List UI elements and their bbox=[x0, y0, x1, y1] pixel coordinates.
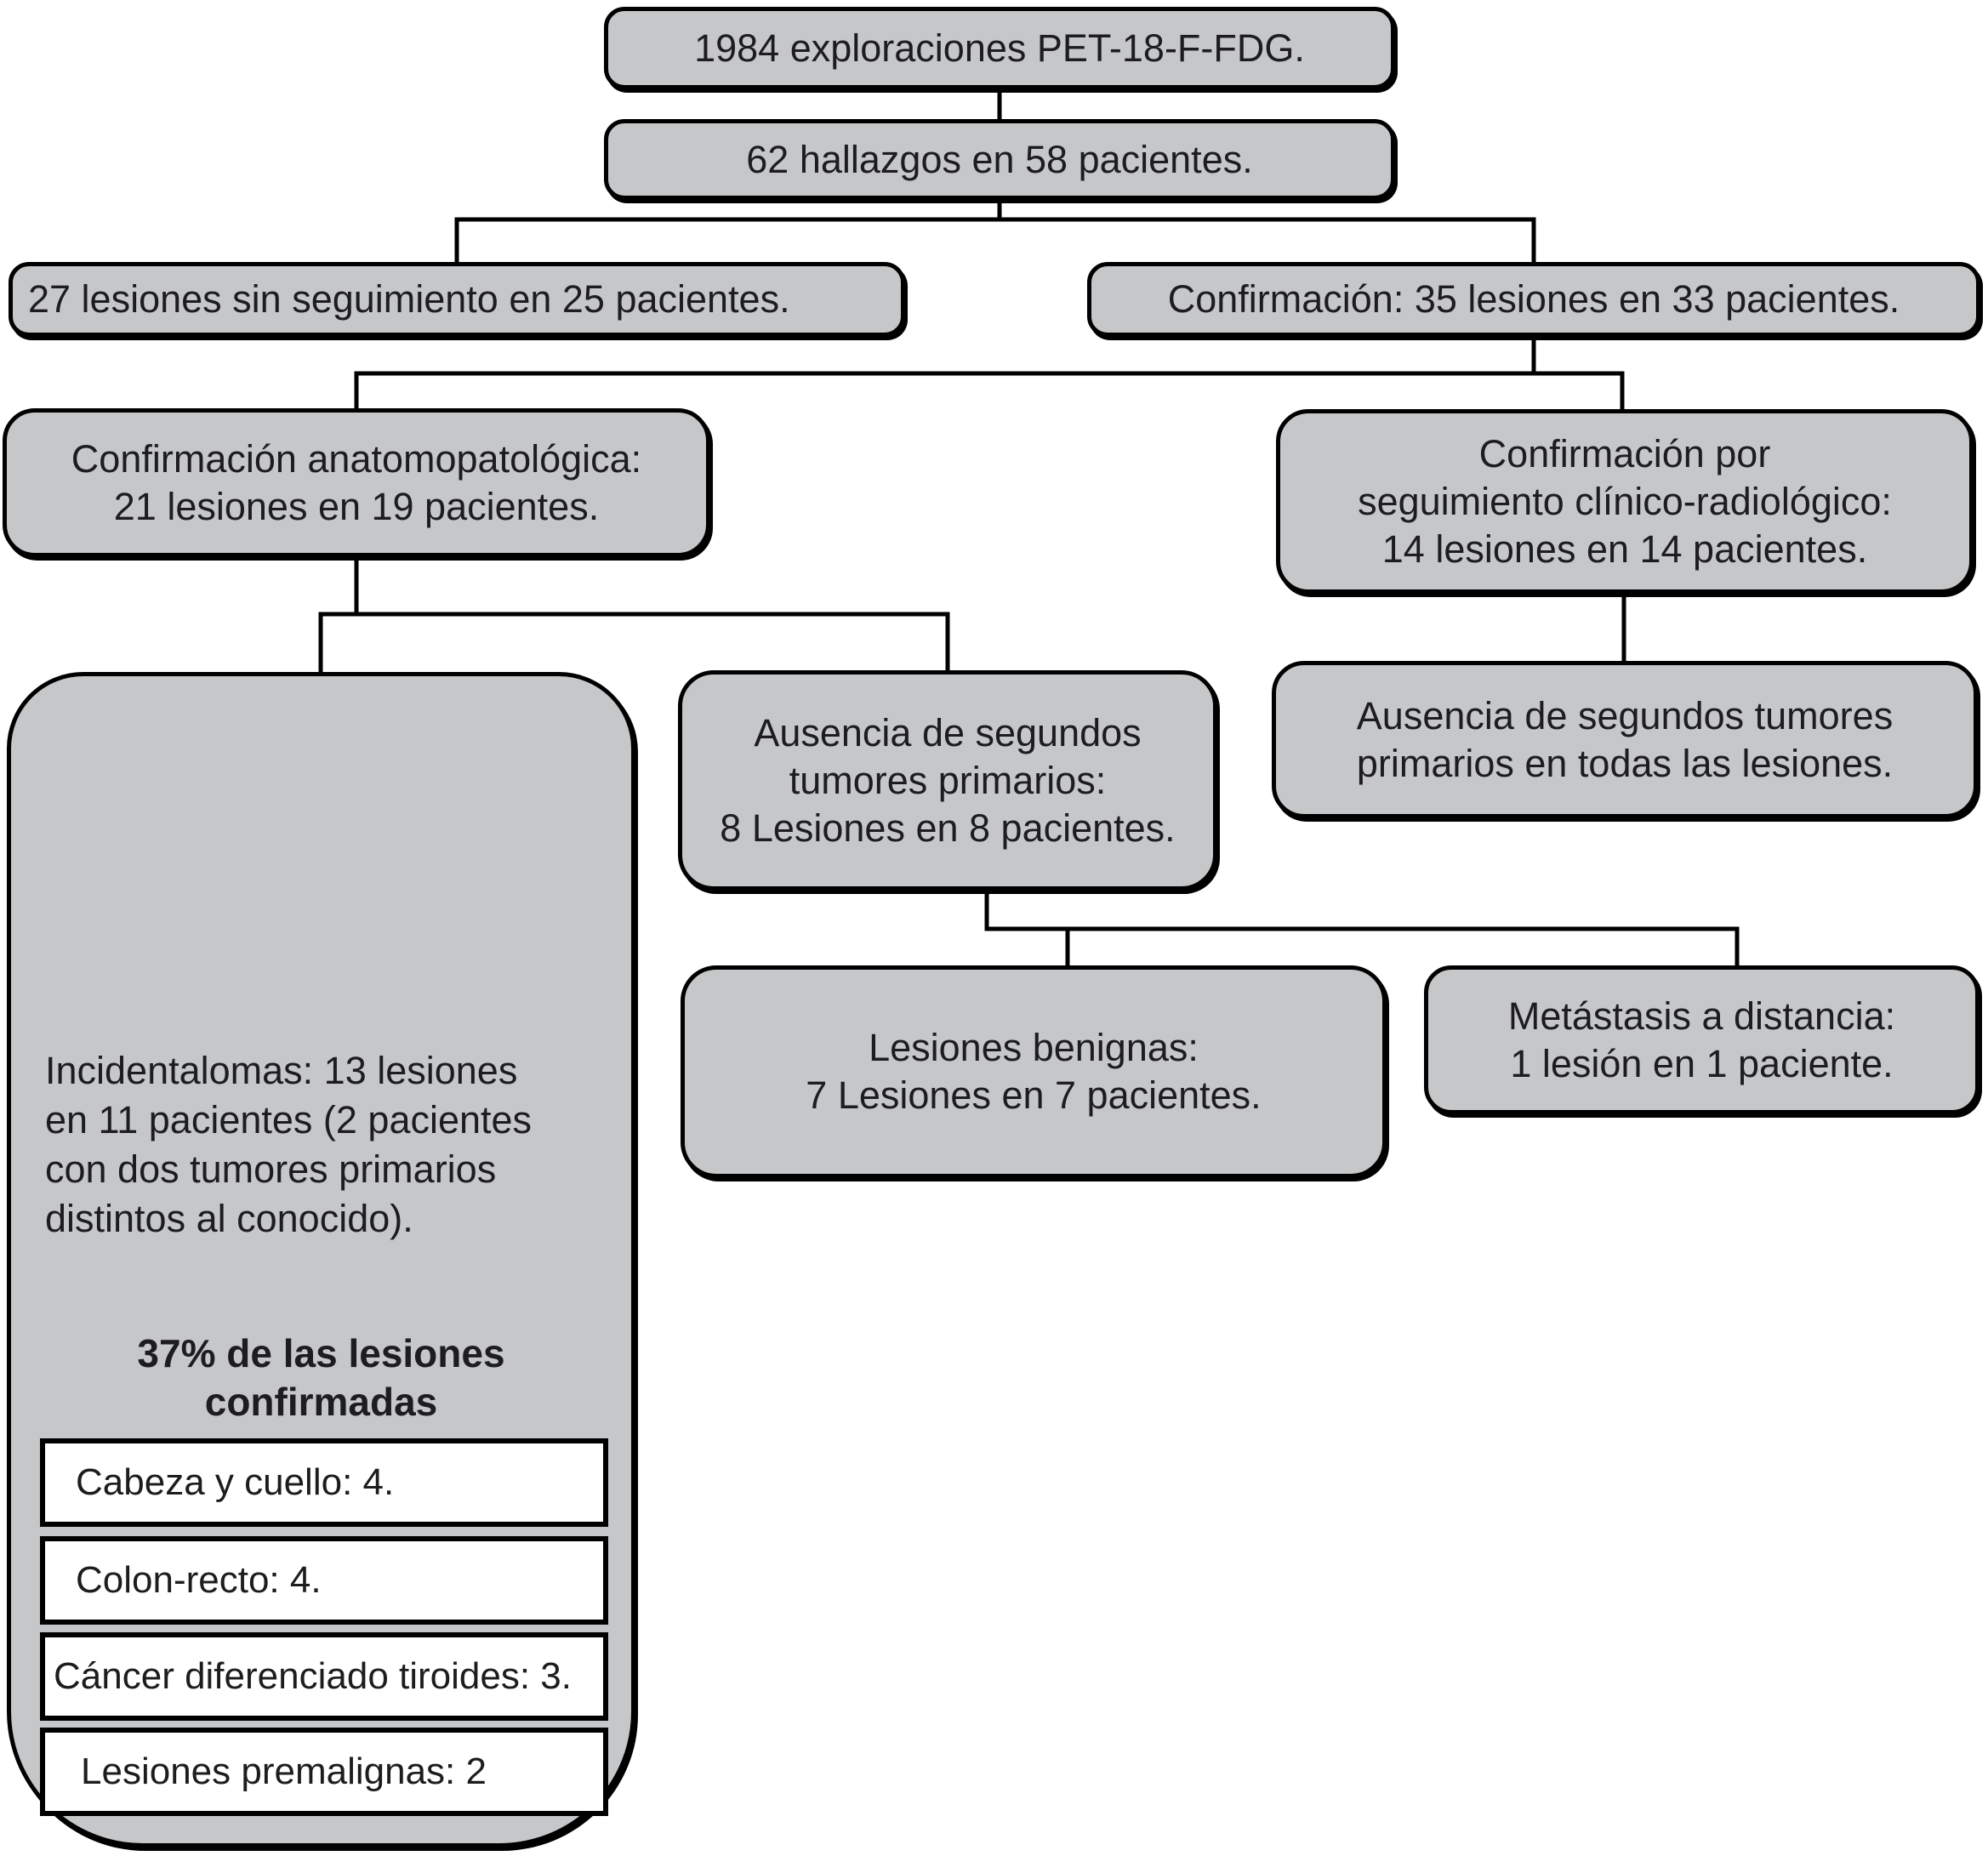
node-label-line: Metástasis a distancia: bbox=[1507, 993, 1896, 1038]
node-label: 62 hallazgos en 58 pacientes. bbox=[746, 137, 1253, 181]
node-label: 27 lesiones sin seguimiento en 25 pacien… bbox=[28, 277, 790, 321]
paragraph-line: con dos tumores primarios bbox=[45, 1147, 497, 1191]
list-item-thyroid-cancer: Cáncer diferenciado tiroides: 3. bbox=[40, 1632, 608, 1721]
node-label-line: primarios en todas las lesiones. bbox=[1356, 741, 1894, 785]
node-findings: 62 hallazgos en 58 pacientes. bbox=[604, 119, 1395, 200]
paragraph-line: en 11 pacientes (2 pacientes bbox=[45, 1098, 533, 1141]
node-benign-lesions: Lesiones benignas: 7 Lesiones en 7 pacie… bbox=[681, 965, 1387, 1178]
node-label-line: 21 lesiones en 19 pacientes. bbox=[113, 484, 600, 528]
node-label-line: seguimiento clínico-radiológico: bbox=[1358, 479, 1892, 523]
highlight-line: 37% de las lesiones bbox=[137, 1331, 505, 1375]
paragraph-line: Incidentalomas: 13 lesiones bbox=[45, 1049, 518, 1092]
incidentalomas-percentage-highlight: 37% de las lesiones confirmadas bbox=[11, 1329, 631, 1426]
node-label-line: Ausencia de segundos bbox=[754, 710, 1142, 754]
node-label-line: Ausencia de segundos tumores bbox=[1356, 693, 1894, 737]
node-confirmation: Confirmación: 35 lesiones en 33 paciente… bbox=[1087, 262, 1980, 337]
node-label-line: 1 lesión en 1 paciente. bbox=[1510, 1041, 1894, 1085]
list-item-label: Cabeza y cuello: 4. bbox=[76, 1461, 395, 1503]
node-distant-metastasis: Metástasis a distancia: 1 lesión en 1 pa… bbox=[1424, 965, 1979, 1114]
node-total-explorations: 1984 exploraciones PET-18-F-FDG. bbox=[604, 7, 1395, 89]
node-label-line: Confirmación por bbox=[1478, 431, 1771, 475]
node-no-second-tumors-8: Ausencia de segundos tumores primarios: … bbox=[678, 670, 1217, 891]
connector-findings-split bbox=[454, 200, 1536, 262]
connector-pathology-split bbox=[318, 557, 950, 672]
list-item-colon-rectum: Colon-recto: 4. bbox=[40, 1536, 608, 1625]
list-item-premalignant-lesions: Lesiones premalignas: 2 bbox=[40, 1728, 608, 1816]
node-clinical-followup-confirmation: Confirmación por seguimiento clínico-rad… bbox=[1276, 409, 1974, 594]
connector-nosecond8-split bbox=[984, 891, 1740, 965]
node-label: 1984 exploraciones PET-18-F-FDG. bbox=[694, 26, 1305, 70]
list-item-label: Lesiones premalignas: 2 bbox=[81, 1751, 487, 1792]
node-label-line: Lesiones benignas: bbox=[869, 1026, 1199, 1069]
list-item-label: Cáncer diferenciado tiroides: 3. bbox=[54, 1655, 572, 1697]
connector-confirmation-split bbox=[354, 337, 1625, 409]
highlight-line: confirmadas bbox=[204, 1380, 438, 1424]
paragraph-line: distintos al conocido). bbox=[45, 1197, 413, 1240]
node-label-line: Confirmación anatomopatológica: bbox=[71, 436, 642, 481]
node-pathology-confirmation: Confirmación anatomopatológica: 21 lesio… bbox=[3, 408, 710, 557]
node-label-line: tumores primarios: bbox=[789, 758, 1107, 802]
node-label-line: 7 Lesiones en 7 pacientes. bbox=[806, 1073, 1262, 1117]
node-label-line: 14 lesiones en 14 pacientes. bbox=[1381, 527, 1868, 571]
node-incidentalomas: Incidentalomas: 13 lesiones en 11 pacien… bbox=[7, 672, 635, 1847]
node-label: Confirmación: 35 lesiones en 33 paciente… bbox=[1167, 277, 1900, 321]
node-no-followup: 27 lesiones sin seguimiento en 25 pacien… bbox=[9, 262, 905, 337]
list-item-head-neck: Cabeza y cuello: 4. bbox=[40, 1438, 608, 1527]
node-no-second-tumors-all: Ausencia de segundos tumores primarios e… bbox=[1272, 661, 1978, 818]
incidentalomas-paragraph: Incidentalomas: 13 lesiones en 11 pacien… bbox=[45, 1046, 624, 1244]
node-label-line: 8 Lesiones en 8 pacientes. bbox=[720, 806, 1176, 850]
list-item-label: Colon-recto: 4. bbox=[76, 1559, 322, 1601]
